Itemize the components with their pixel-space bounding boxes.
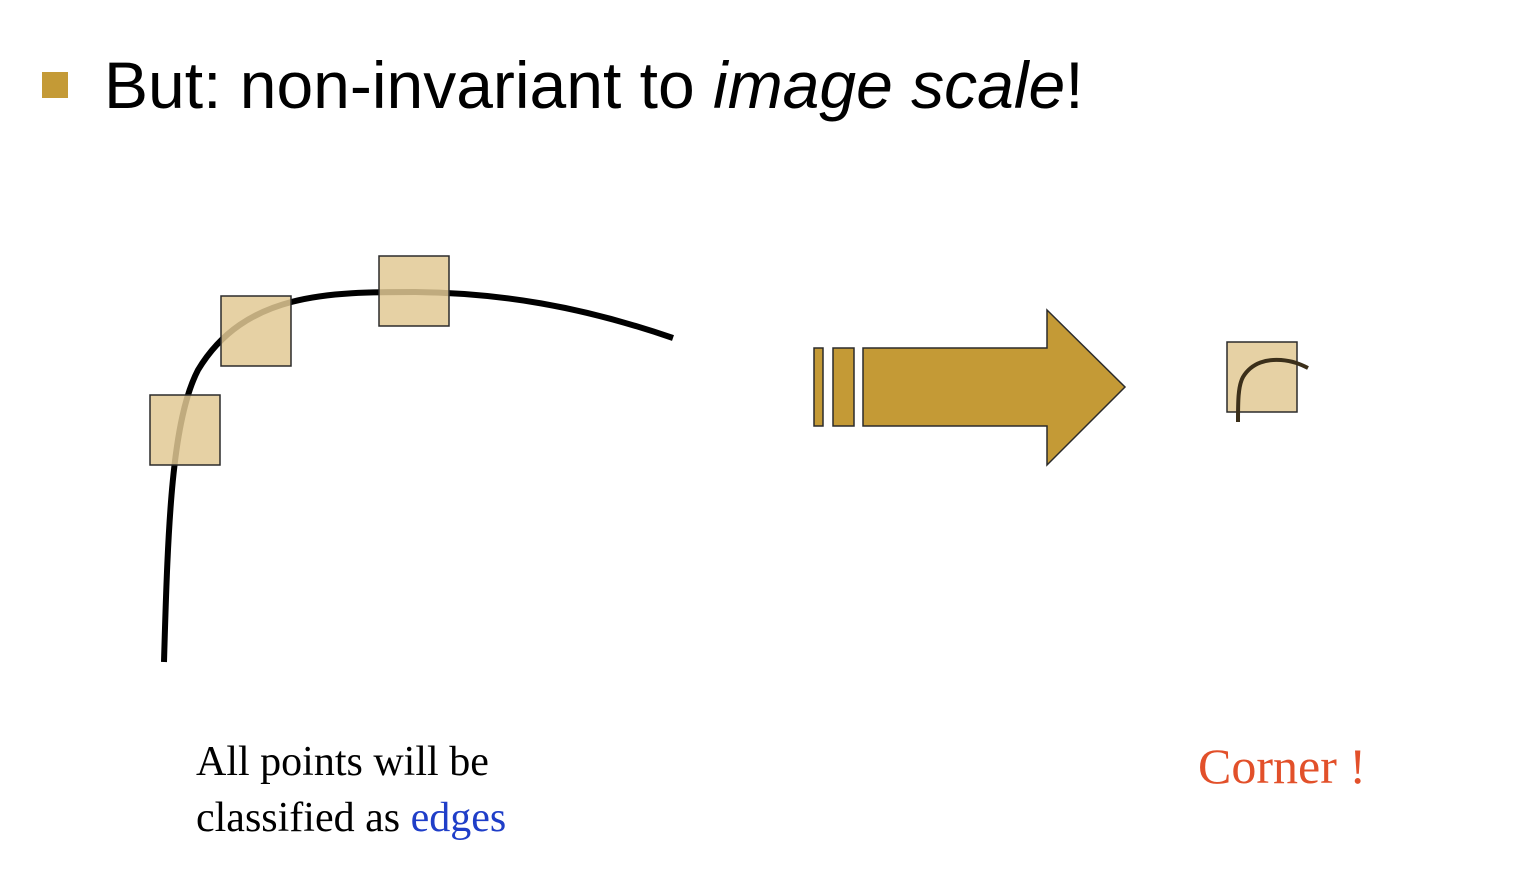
title-suffix: !	[1065, 48, 1084, 122]
slide-title: But: non-invariant to image scale!	[42, 40, 1084, 130]
caption: All points will be classified as edges	[196, 734, 506, 846]
title-text: But: non-invariant to image scale!	[104, 52, 1084, 118]
caption-line-1: All points will be	[196, 739, 489, 785]
window-box-lower	[149, 394, 221, 466]
bullet-square	[42, 72, 68, 98]
corner-label: Corner !	[1198, 738, 1366, 794]
caption-line-2: classified as edges	[196, 790, 506, 846]
title-emphasis: image scale	[713, 48, 1066, 122]
edges-highlight: edges	[410, 795, 507, 841]
arrow-stripe-2	[832, 347, 855, 427]
arrow-body	[862, 308, 1127, 467]
arrow-stripe-1	[813, 347, 824, 427]
window-box-middle	[220, 295, 292, 367]
small-curve	[1236, 357, 1309, 423]
scale-arrow	[813, 308, 1127, 467]
caption-line-2-prefix: classified as	[196, 795, 411, 841]
title-prefix: But: non-invariant to	[104, 48, 714, 122]
window-box-top	[378, 255, 450, 327]
